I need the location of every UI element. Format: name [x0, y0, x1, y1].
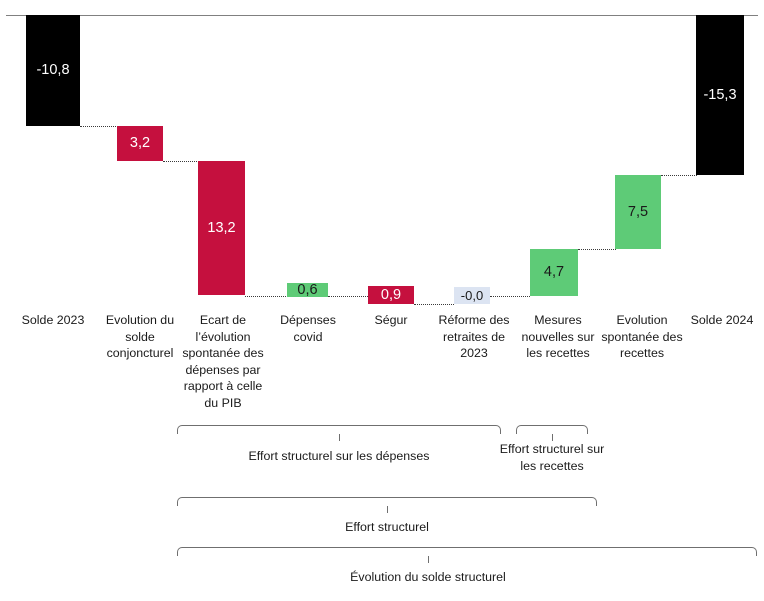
cat-solde-2024: Solde 2024: [690, 313, 754, 327]
bracket-evolution-solde-label: Évolution du solde structurel: [350, 570, 506, 584]
bar-solde-2024[interactable]: -15,3: [696, 15, 744, 175]
bracket-effort-depenses-arc: [177, 425, 501, 434]
bracket-effort-recettes-label: Effort structurel sur les recettes: [499, 442, 605, 473]
bar-value-label: 4,7: [543, 264, 565, 281]
plot-area: -10,8 3,2 13,2 0,6 0,9 -0,0 4,7 7,5 -15,3: [26, 15, 744, 305]
waterfall-connector: [661, 175, 697, 176]
bar-value-label: -15,3: [703, 86, 737, 103]
bar-value-label: 3,2: [129, 135, 151, 152]
bar-value-label: 7,5: [627, 203, 649, 220]
cat-depenses-covid: Dépenses covid: [280, 313, 336, 344]
top-axis-rule: [6, 15, 758, 16]
cat-segur: Ségur: [374, 313, 408, 327]
bar-value-label: -10,8: [36, 62, 70, 79]
bracket-effort-structurel-tick: [387, 506, 388, 513]
bar-ecart-depenses-pib[interactable]: 13,2: [198, 161, 245, 295]
waterfall-connector: [414, 304, 454, 305]
waterfall-connector: [490, 296, 530, 297]
bracket-effort-recettes-arc: [516, 425, 588, 434]
bar-evolution-recettes[interactable]: 7,5: [615, 175, 661, 249]
bar-value-label: 0,6: [297, 281, 318, 298]
waterfall-connector: [328, 296, 368, 297]
bracket-effort-depenses-label: Effort structurel sur les dépenses: [248, 449, 430, 463]
cat-evolution-conjoncturel: Evolution du solde conjoncturel: [105, 313, 175, 360]
bar-value-label: -0,0: [460, 288, 484, 303]
waterfall-connector: [245, 296, 288, 297]
bracket-evolution-solde-tick: [428, 556, 429, 563]
bracket-effort-depenses-tick: [339, 434, 340, 441]
bracket-effort-structurel-arc: [177, 497, 597, 506]
waterfall-connector: [80, 126, 118, 127]
bar-depenses-covid[interactable]: 0,6: [287, 283, 328, 297]
bar-reforme-retraites[interactable]: -0,0: [454, 287, 490, 304]
waterfall-connector: [163, 161, 199, 162]
bar-evolution-conjoncturel[interactable]: 3,2: [117, 126, 163, 161]
bracket-effort-recettes-tick: [552, 434, 553, 441]
bracket-effort-structurel-label: Effort structurel: [345, 520, 429, 534]
waterfall-connector: [578, 249, 616, 250]
cat-evolution-recettes: Evolution spontanée des recettes: [601, 313, 683, 360]
bracket-evolution-solde-arc: [177, 547, 757, 556]
category-axis-labels: Solde 2023 Evolution du solde conjoncture…: [0, 312, 764, 422]
bar-value-label: 13,2: [207, 219, 236, 236]
cat-solde-2023: Solde 2023: [21, 313, 85, 327]
cat-reforme-retraites: Réforme des retraites de 2023: [438, 313, 510, 360]
bar-segur[interactable]: 0,9: [368, 286, 414, 304]
cat-ecart-depenses: Ecart de l’évolution spontanée des dépen…: [182, 313, 264, 410]
cat-mesures-recettes: Mesures nouvelles sur les recettes: [521, 313, 595, 360]
bar-solde-2023[interactable]: -10,8: [26, 15, 80, 126]
bar-mesures-recettes[interactable]: 4,7: [530, 249, 578, 296]
bar-value-label: 0,9: [380, 286, 402, 303]
